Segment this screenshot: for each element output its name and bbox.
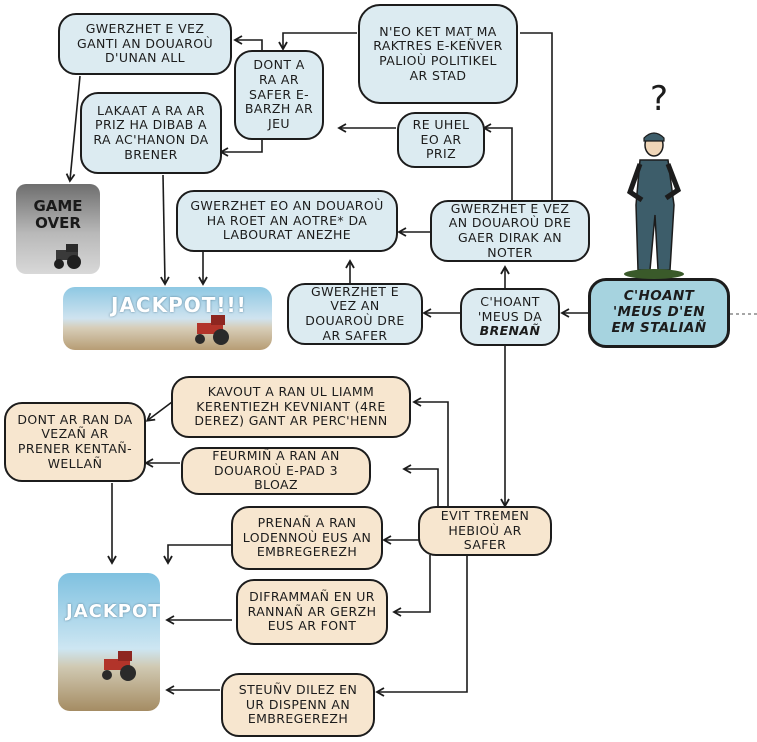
node-kavout-liamm: Kavout a ran ul liamm kerentiezh kevnian…	[171, 376, 411, 438]
tractor-icon	[54, 244, 81, 269]
node-lakaat-priz-label: Lakaat a ra ar priz ha dibab a ra ac'han…	[93, 102, 209, 162]
node-gwerzhet-unan-all: Gwerzhet e vez ganti an douaroù d'unan a…	[58, 13, 232, 75]
tractor-icon	[195, 315, 229, 345]
tractor-icon	[102, 651, 136, 681]
start-node: C'hoant 'meus d'en em staliañ	[588, 278, 730, 348]
node-neo-ket-mat: N'eo ket mat ma raktres e-keñver palioù …	[358, 4, 518, 104]
node-gwerzhet-safer-label: Gwerzhet e vez an douaroù dre ar Safer	[305, 283, 405, 343]
node-gwerzhet-gaer: Gwerzhet e vez an douaroù dre gaer dirak…	[430, 200, 590, 262]
node-gwerzhet-aotre: Gwerzhet eo an douaroù ha roet an aotre*…	[176, 190, 398, 252]
game-over-text-line1: GAME	[33, 197, 83, 215]
node-gwerzhet-safer: Gwerzhet e vez an douaroù dre ar Safer	[287, 283, 423, 345]
node-evit-tremen: Evit tremen hebioù ar Safer	[418, 506, 552, 556]
node-diframman-label: Diframmañ en ur rannañ ar gerzh eus ar f…	[247, 588, 377, 634]
node-re-uhel: Re uhel eo ar priz	[397, 112, 485, 168]
node-gwerzhet-unan-all-label: Gwerzhet e vez ganti an douaroù d'unan a…	[77, 20, 213, 66]
jackpot-image-2: JACKPOT!!	[58, 573, 160, 711]
node-feurmin: Feurmiñ a ran an douaroù e-pad 3 bloaz	[181, 447, 371, 495]
node-steunv-dilez: Steuñv dilez en ur dispenn an embregerez…	[221, 673, 375, 737]
node-choant-brenan: C'hoant 'meus da brenañ	[460, 288, 560, 346]
node-gwerzhet-gaer-label: Gwerzhet e vez an douaroù dre gaer dirak…	[448, 200, 572, 260]
node-choant-brenan-line2: brenañ	[479, 323, 541, 339]
node-lakaat-priz: Lakaat a ra ar priz ha dibab a ra ac'han…	[80, 92, 222, 174]
start-label: C'hoant 'meus d'en em staliañ	[611, 288, 707, 336]
node-kavout-liamm-label: Kavout a ran ul liamm kerentiezh kevnian…	[194, 383, 388, 429]
node-dont-vezan-label: Dont ar ran da vezañ ar prener kentañ-we…	[17, 411, 133, 471]
node-prenan-lodennou: Prenañ a ran lodennoù eus an embregerezh	[231, 506, 383, 570]
node-steunv-dilez-label: Steuñv dilez en ur dispenn an embregerez…	[238, 681, 358, 727]
node-re-uhel-label: Re uhel eo ar priz	[412, 116, 470, 162]
game-over-image: GAME OVER	[16, 184, 100, 274]
jackpot-text-1: JACKPOT!!!	[111, 293, 247, 317]
game-over-text-line2: OVER	[35, 214, 81, 233]
node-dont-safer: Dont a ra ar Safer e-barzh ar jeu	[234, 50, 324, 140]
node-gwerzhet-aotre-label: Gwerzhet eo an douaroù ha roet an aotre*…	[190, 197, 384, 243]
node-neo-ket-mat-label: N'eo ket mat ma raktres e-keñver palioù …	[373, 23, 503, 83]
node-feurmin-label: Feurmiñ a ran an douaroù e-pad 3 bloaz	[212, 447, 340, 493]
farmer-figure: ?	[624, 80, 684, 279]
node-diframman: Diframmañ en ur rannañ ar gerzh eus ar f…	[236, 579, 388, 645]
node-evit-tremen-label: Evit tremen hebioù ar Safer	[440, 507, 530, 553]
node-dont-safer-label: Dont a ra ar Safer e-barzh ar jeu	[244, 57, 314, 132]
node-choant-brenan-line1: C'hoant 'meus da	[477, 293, 543, 324]
node-dont-vezan: Dont ar ran da vezañ ar prener kentañ-we…	[4, 402, 146, 482]
jackpot-text-2: JACKPOT!!	[66, 601, 160, 622]
jackpot-image-1: JACKPOT!!!	[63, 287, 272, 350]
question-mark: ?	[650, 80, 668, 119]
node-prenan-lodennou-label: Prenañ a ran lodennoù eus an embregerezh	[242, 514, 372, 560]
